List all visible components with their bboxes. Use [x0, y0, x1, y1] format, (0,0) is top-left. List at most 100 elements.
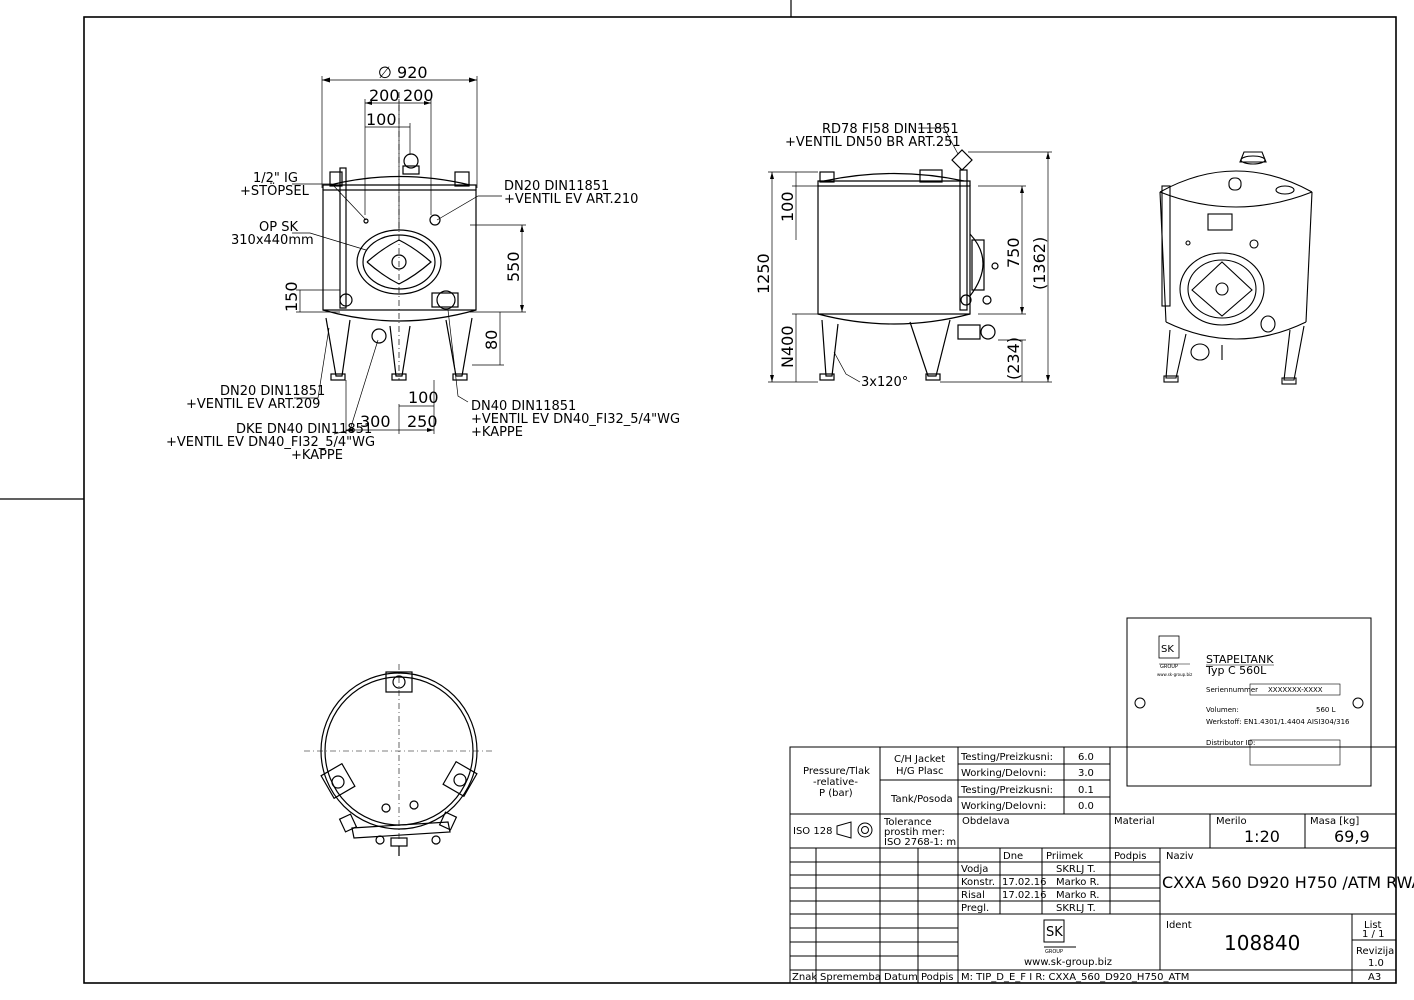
dim-side-1362: (1362): [1030, 237, 1049, 290]
tb-iso: ISO 128: [793, 826, 832, 837]
nameplate-logo-url: www.sk-group.biz: [1157, 672, 1192, 677]
front-view: ∅ 920 200 200 100 550 150 80 100 300 250…: [166, 63, 680, 463]
tb-konstr-name: Marko R.: [1056, 877, 1099, 888]
dim-side-n400: N400: [778, 325, 797, 368]
label-dn40-kappe: +KAPPE: [471, 425, 523, 440]
label-dn40: DN40 DIN11851: [471, 399, 576, 414]
tb-risal-name: Marko R.: [1056, 890, 1099, 901]
nameplate-material: Werkstoff: EN1.4301/1.4404 AISI304/316: [1206, 718, 1350, 726]
tb-masa: Masa [kg]: [1310, 816, 1359, 827]
tb-naziv: Naziv: [1166, 851, 1194, 862]
tb-jacket-l2: H/G Plasc: [896, 766, 943, 777]
tb-znak: Znak: [792, 972, 817, 983]
nameplate-distributor: Distributor ID:: [1206, 739, 1255, 747]
tb-path: M: TIP_D_E_F I R: CXXA_560_D920_H750_ATM: [961, 972, 1189, 983]
label-dn20-top: DN20 DIN11851: [504, 179, 609, 194]
tb-list-val: 1 / 1: [1362, 929, 1384, 940]
dim-250: 250: [407, 412, 438, 431]
dim-side-100: 100: [778, 191, 797, 222]
dim-diameter-920: ∅ 920: [378, 63, 428, 82]
label-ig: 1/2" IG: [253, 171, 298, 186]
label-dke-kappe: +KAPPE: [291, 448, 343, 463]
dim-100-top: 100: [366, 110, 397, 129]
tb-list: List: [1364, 920, 1382, 931]
dim-550: 550: [504, 251, 523, 282]
tb-jacket-l1: C/H Jacket: [894, 754, 945, 765]
nameplate-serial-label: Seriennummer: [1206, 686, 1258, 694]
tb-row-pregl: Pregl.: [961, 903, 989, 914]
nameplate-logo-sub: GROUP: [1160, 664, 1178, 670]
tb-masa-val: 69,9: [1334, 827, 1370, 846]
dim-300: 300: [360, 412, 391, 431]
tb-col-priimek: Priimek: [1046, 851, 1083, 862]
tb-merilo: Merilo: [1216, 816, 1247, 827]
sheet-frame: [0, 0, 1397, 984]
dim-200-left: 200: [369, 86, 400, 105]
tb-obdelava: Obdelava: [962, 816, 1010, 827]
dim-150: 150: [282, 281, 301, 312]
tb-row-konstr: Konstr.: [961, 877, 995, 888]
tb-ident-val: 108840: [1224, 931, 1300, 955]
title-block: Pressure/Tlak -relative- P (bar) C/H Jac…: [789, 746, 1414, 984]
nameplate-serial-value: XXXXXXX-XXXX: [1268, 686, 1323, 694]
tb-row-risal: Risal: [961, 890, 985, 901]
tb-testing2: Testing/Preizkusni:: [960, 785, 1053, 796]
tb-podpis: Podpis: [921, 972, 953, 983]
dim-side-750: 750: [1004, 237, 1023, 268]
label-rd78: RD78 FI58 DIN11851: [822, 122, 959, 137]
tb-pressure-l3: P (bar): [819, 788, 853, 799]
tb-working2-val: 0.0: [1078, 801, 1094, 812]
tb-ident: Ident: [1166, 920, 1192, 931]
nameplate-volume-value: 560 L: [1316, 706, 1336, 714]
label-ventil-210: +VENTIL EV ART.210: [504, 192, 638, 207]
label-op-size: 310x440mm: [231, 233, 314, 248]
tb-tank: Tank/Posoda: [890, 794, 953, 805]
tb-sprememba: Sprememba: [820, 972, 881, 983]
nameplate-volume-label: Volumen:: [1206, 706, 1239, 714]
tb-tol-l3: ISO 2768-1: m: [884, 837, 956, 848]
tb-pressure-l1: Pressure/Tlak: [803, 766, 870, 777]
label-stopsel: +STÖPSEL: [240, 182, 310, 199]
tb-tol-l2: prostih mer:: [884, 827, 945, 838]
tb-testing1: Testing/Preizkusni:: [960, 752, 1053, 763]
nameplate-hole-left: [1134, 697, 1146, 709]
label-dn40-ventil: +VENTIL EV DN40_FI32_5/4"WG: [471, 412, 680, 427]
dim-side-234: (234): [1004, 337, 1023, 380]
tb-logo: SK: [1046, 925, 1063, 940]
nameplate-title2: Typ C 560L: [1205, 664, 1267, 677]
tb-pregl-name: SKRLJ T.: [1056, 903, 1096, 914]
tb-naziv-val: CXXA 560 D920 H750 /ATM RWA: [1162, 873, 1414, 892]
tb-row-vodja: Vodja: [961, 864, 988, 875]
side-view: RD78 FI58 DIN11851 +VENTIL DN50 BR ART.2…: [754, 122, 1052, 390]
label-ventil-251: +VENTIL DN50 BR ART.251: [785, 135, 961, 150]
tb-merilo-val: 1:20: [1244, 827, 1280, 846]
tb-working2: Working/Delovni:: [961, 801, 1046, 812]
label-dke-ventil: +VENTIL EV DN40_FI32_5/4"WG: [166, 435, 375, 450]
tb-datum: Datum: [884, 972, 918, 983]
tb-konstr-date: 17.02.16: [1002, 877, 1047, 888]
tb-col-podpis: Podpis: [1114, 851, 1146, 862]
nameplate-title1: STAPELTANK: [1206, 653, 1274, 666]
tb-tol-l1: Tolerance: [883, 817, 932, 828]
tb-revizija-val: 1.0: [1368, 958, 1384, 969]
label-ventil-209: +VENTIL EV ART.209: [186, 397, 320, 412]
label-dke-dn40: DKE DN40 DIN11851: [236, 422, 372, 437]
tb-testing2-val: 0.1: [1078, 785, 1094, 796]
tb-pressure-l2: -relative-: [813, 777, 858, 788]
label-dn20-bottom: DN20 DIN11851: [220, 384, 325, 399]
tb-vodja-name: SKRLJ T.: [1056, 864, 1096, 875]
tb-logo-sub: GROUP: [1045, 949, 1063, 955]
tb-working1-val: 3.0: [1078, 768, 1094, 779]
dim-side-1250: 1250: [754, 253, 773, 294]
tb-testing1-val: 6.0: [1078, 752, 1094, 763]
tb-format: A3: [1368, 972, 1381, 983]
dim-200-right: 200: [403, 86, 434, 105]
isometric-view: [1159, 151, 1313, 385]
label-op-sk: OP SK: [259, 220, 298, 235]
dim-80: 80: [482, 330, 501, 350]
tb-working1: Working/Delovni:: [961, 768, 1046, 779]
nameplate-logo: SK: [1161, 644, 1174, 655]
tb-website: www.sk-group.biz: [1024, 957, 1112, 968]
dim-100-bottom: 100: [408, 388, 439, 407]
